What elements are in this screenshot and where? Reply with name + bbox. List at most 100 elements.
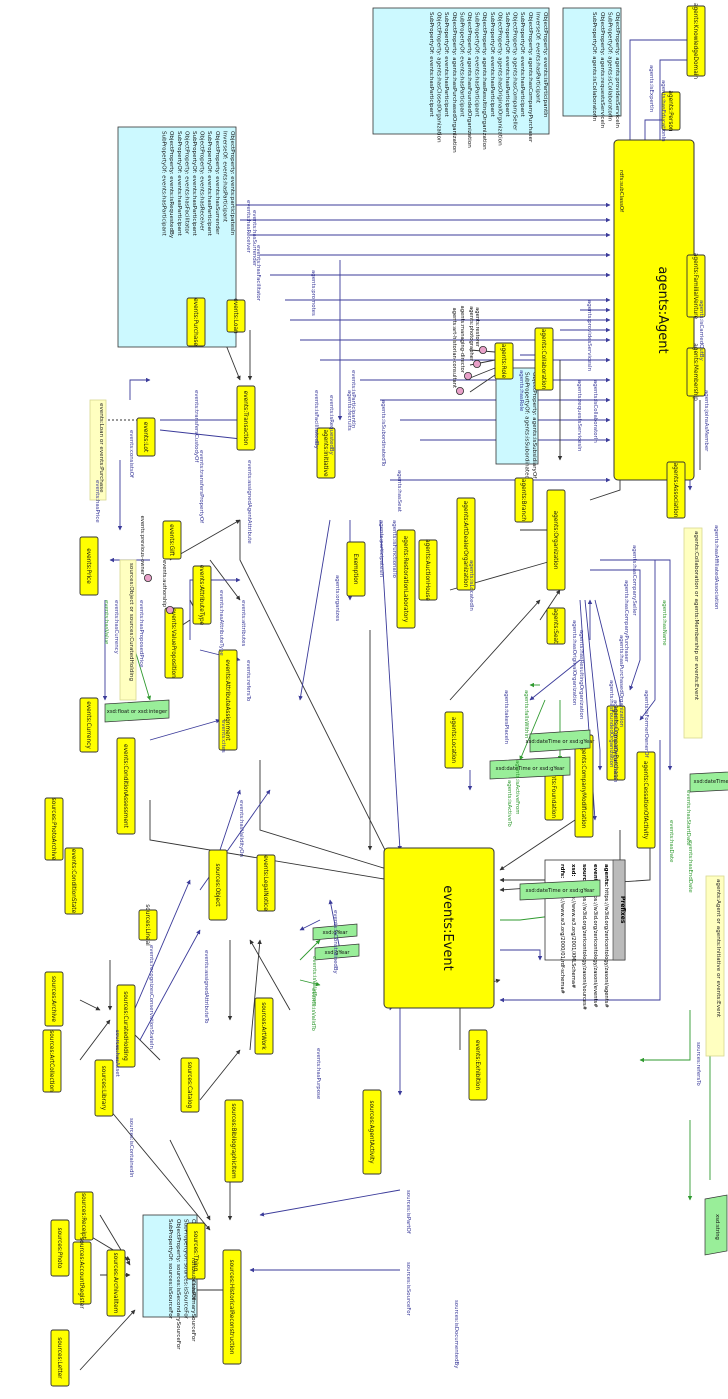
class-node-sources-historicalreconstruction[interactable]: sources:HistoricalReconstruction (222, 1249, 242, 1365)
prefix-key: events: (592, 864, 598, 887)
agent-main-node[interactable]: agents:Agent (613, 139, 695, 481)
note-line: ObjectProperty: sources:isSecondarySourc… (175, 1219, 181, 1350)
class-node-sources-archivalitem[interactable]: sources:ArchivalItem (106, 1249, 126, 1317)
class-label: sources:AgentActivity (368, 1100, 374, 1164)
edge-label: agents:isFunctionalTo (391, 520, 397, 578)
note-line: SubPropertyOf: events:hasParticipant (443, 12, 449, 118)
individual-agents-art-historian-consultant[interactable]: agents:art-historian-consultant (451, 308, 464, 395)
class-node-sources-library[interactable]: sources:Library (94, 1059, 114, 1117)
class-node-events-attributetype[interactable]: events:AttributeType (192, 565, 212, 626)
datatype-label: xsd:string (714, 1214, 720, 1240)
edge-label: agents:hasResultingOrganization (578, 630, 584, 719)
class-label: agents:CompanyModification (580, 744, 586, 829)
class-node-events-currency[interactable]: events:Currency (79, 697, 99, 753)
class-node-sources-curatedholding[interactable]: sources:CuratedHolding (116, 984, 136, 1068)
class-node-sources-artwork[interactable]: sources:ArtWork (254, 997, 274, 1055)
datatype-node[interactable]: xsd:dateTime or xsd:gYear (489, 756, 571, 780)
datatype-node[interactable]: xsd:string (704, 1194, 728, 1256)
class-label: sources:Library (100, 1066, 106, 1111)
class-label: sources:Object (214, 863, 220, 907)
class-node-sources-catalog[interactable]: sources:Catalog (180, 1057, 200, 1113)
class-node-events-valueproposition[interactable]: events:ValueProposition (164, 607, 184, 679)
datatype-node[interactable]: xsd:gYear (312, 923, 358, 941)
class-label: sources:Lineal (144, 904, 150, 946)
note-line: SubPropertyOf: agents:isCollaboratorIn (591, 12, 597, 122)
datatype-node[interactable]: xsd:float or xsd:integer (104, 699, 170, 723)
class-node-agents-location[interactable]: agents:Location (444, 711, 464, 769)
class-node-sources-agentactivity[interactable]: sources:AgentActivity (362, 1089, 382, 1175)
class-node-agents-association[interactable]: agents:Association (666, 461, 686, 519)
class-label: agents:Person (667, 90, 673, 132)
edge-label: events:cites (220, 720, 226, 753)
class-node-sources-photo[interactable]: sources:Photo (50, 1219, 70, 1277)
class-node-sources-archive[interactable]: sources:Archive (44, 971, 64, 1027)
class-node-exemption[interactable]: Exemption (346, 541, 366, 597)
individual-agents-managing-director[interactable]: agents:managing-director (459, 306, 472, 380)
class-node-events-transaction[interactable]: events:Transaction (236, 385, 256, 451)
class-label: events:ValueProposition (170, 608, 176, 678)
class-node-agents-familialventure[interactable]: agents:FamilialVenture (686, 253, 706, 320)
class-node-agents-knowledgedomain[interactable]: agents:KnowledgeDomain (686, 3, 706, 79)
class-node-events-legalnotice[interactable]: events:LegalNotice (256, 854, 276, 912)
datatype-node[interactable]: xsd:dateTime or xsd:gYear (689, 770, 728, 793)
class-label: agents:Collaboration (540, 329, 546, 390)
class-node-agents-collaboration[interactable]: agents:Collaboration (534, 327, 554, 391)
class-node-sources-accountregister[interactable]: sources:AccountRegister (72, 1237, 92, 1309)
prefix-iri: https://w3id.org/zericontology/zasoni/ag… (603, 888, 609, 1008)
class-node-events-lot[interactable]: events:Lot (136, 417, 156, 457)
class-node-events-conditionassessment[interactable]: events:ConditionAssessment (116, 737, 136, 835)
class-node-events-exhibition[interactable]: events:Exhibition (468, 1029, 488, 1101)
edge-label: events:refersTo (245, 660, 251, 701)
class-node-sources-lineal[interactable]: sources:Lineal (138, 904, 158, 946)
class-node-sources-bibliographicitem[interactable]: sources:BibliographicItem (224, 1099, 244, 1183)
event-main-node[interactable]: events:Event (383, 847, 495, 1009)
edge-label: agents:hasPurchasedOrganization (618, 635, 624, 727)
class-node-events-price[interactable]: events:Price (79, 536, 99, 596)
individual-label: agents:restorer (474, 307, 480, 348)
individual-events-previous-owner[interactable]: events:previous-owner (139, 516, 152, 583)
class-node-sources-receipt[interactable]: sources:Receipt (74, 1191, 94, 1241)
datatype-node[interactable]: xsd:dateTime or xsd:gYear (519, 879, 601, 901)
class-node-agents-role[interactable]: agents:Role (494, 342, 514, 380)
class-node-sources-artcollection[interactable]: sources:ArtCollection (42, 1029, 62, 1093)
class-node-sources-object[interactable]: sources:Object (208, 849, 228, 921)
class-label: agents:Organization (552, 511, 558, 570)
event-main-label: events:Event (440, 885, 455, 970)
class-label: events:LegalNotice (262, 855, 268, 911)
class-node-sources-thing[interactable]: sources:Thing (186, 1222, 206, 1280)
edge-label: events:hasStartDate (685, 790, 691, 846)
edge-label: events:assignedAgentAttribute (246, 460, 252, 544)
class-node-agents-initiative[interactable]: agents:Initiative (316, 427, 336, 479)
datatype-node[interactable]: xsd:dateTime or xsd:gYear (526, 729, 596, 753)
class-node-sources-photoarchive[interactable]: sources:PhotoArchive (44, 797, 64, 861)
datatype-node[interactable]: xsd:gYear (314, 943, 360, 961)
class-node-agents-restorationlaboratory[interactable]: agents:RestorationLaboratory (396, 529, 416, 629)
class-node-agents-artdealerorganization[interactable]: agents:ArtDealerOrganization (456, 497, 476, 591)
class-node-agents-cessationofactivity[interactable]: agents:CessationOfActivity (636, 751, 656, 849)
class-node-sources-letter[interactable]: sources:Letter (50, 1329, 70, 1387)
class-node-agents-branch[interactable]: agents:Branch (514, 477, 534, 523)
individual-events-authorship[interactable]: events:authorship (161, 560, 174, 615)
class-node-agents-auctionhouse[interactable]: agents:AuctionHouse (418, 539, 438, 601)
edge-label: agents:isActiveTo (506, 780, 512, 827)
class-node-events-attributeassignment[interactable]: events:AttributeAssignment (218, 649, 238, 751)
class-node-events-conditionstate[interactable]: events:ConditionState (64, 847, 84, 915)
class-label: events:Loan (232, 298, 238, 334)
class-node-agents-companypurchase[interactable]: agents:CompanyPurchase (606, 705, 626, 781)
edges (79, 24, 713, 1371)
edge-label: agents:recruits (346, 390, 352, 431)
class-node-agents-companymodification[interactable]: agents:CompanyModification (574, 734, 594, 838)
class-label: agents:FamilialVenture (692, 253, 698, 320)
individual-agents-photographer[interactable]: agents:photographer (468, 306, 481, 368)
class-node-agents-organization[interactable]: agents:Organization (546, 489, 566, 591)
class-label: events:Lot (142, 422, 148, 453)
class-node-events-loan[interactable]: events:Loan (226, 298, 246, 334)
edge-label: events:hasProposedPrice (138, 600, 144, 668)
individual-agents-restorer[interactable]: agents:restorer (474, 307, 487, 354)
class-node-agents-membership[interactable]: agents:Membership (686, 343, 706, 401)
class-node-agents-seat[interactable]: agents:Seat (546, 607, 566, 645)
class-node-agents-person[interactable]: agents:Person (661, 90, 681, 132)
class-node-events-purchase[interactable]: events:Purchase (186, 297, 206, 347)
edge-label: events:hasCurrency (113, 600, 119, 655)
class-node-events-gift[interactable]: events:Gift (162, 520, 182, 560)
